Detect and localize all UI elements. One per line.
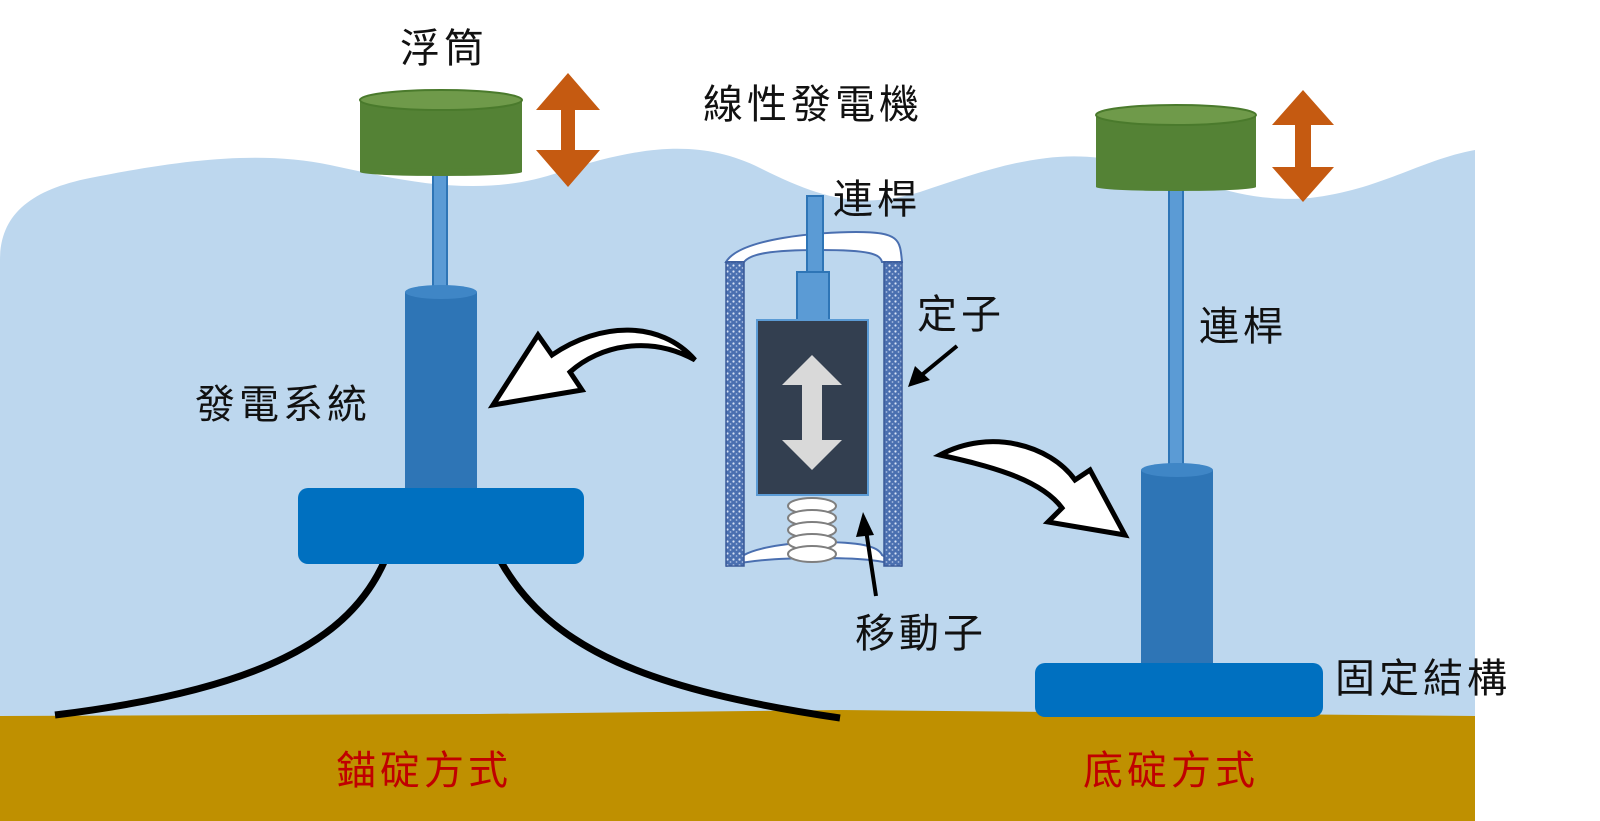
label-fixed-structure: 固定結構 xyxy=(1335,656,1511,702)
up-down-arrow-left-icon xyxy=(536,73,600,187)
label-rod-center: 連桿 xyxy=(833,177,921,223)
mooring-line-left xyxy=(54,558,389,719)
fixed-base xyxy=(1035,663,1323,717)
connecting-rod-right xyxy=(1168,184,1184,471)
fixed-column xyxy=(1141,463,1213,670)
mover-arrow-icon xyxy=(782,355,842,470)
spring xyxy=(787,497,837,563)
curved-arrow-left-icon xyxy=(487,327,697,409)
stator-pointer-arrow xyxy=(908,344,959,387)
generator-rod-upper xyxy=(806,195,824,277)
stator-left xyxy=(725,261,745,567)
label-power-system: 發電系統 xyxy=(195,382,371,428)
stator-right xyxy=(883,261,903,567)
label-rod-right: 連桿 xyxy=(1199,304,1287,350)
seabed xyxy=(0,710,1475,821)
mooring-line-right xyxy=(496,558,841,722)
power-generation-column xyxy=(405,285,477,492)
label-bottom-method: 底碇方式 xyxy=(1083,748,1259,794)
label-stator: 定子 xyxy=(917,292,1005,338)
buoy-right xyxy=(1095,104,1257,191)
anchored-base xyxy=(298,488,584,564)
linear-generator xyxy=(724,195,904,567)
label-mover: 移動子 xyxy=(855,611,987,657)
label-linear-generator: 線性發電機 xyxy=(703,82,923,128)
label-buoy: 浮筒 xyxy=(400,26,488,72)
up-down-arrow-right-icon xyxy=(1272,90,1334,202)
generator-rod-lower xyxy=(796,271,830,323)
buoy-left xyxy=(359,89,523,176)
curved-arrow-right-icon xyxy=(932,439,1130,539)
label-anchored-method: 錨碇方式 xyxy=(336,748,512,794)
mover-pointer-arrow xyxy=(856,512,878,597)
connecting-rod-left xyxy=(432,171,448,293)
